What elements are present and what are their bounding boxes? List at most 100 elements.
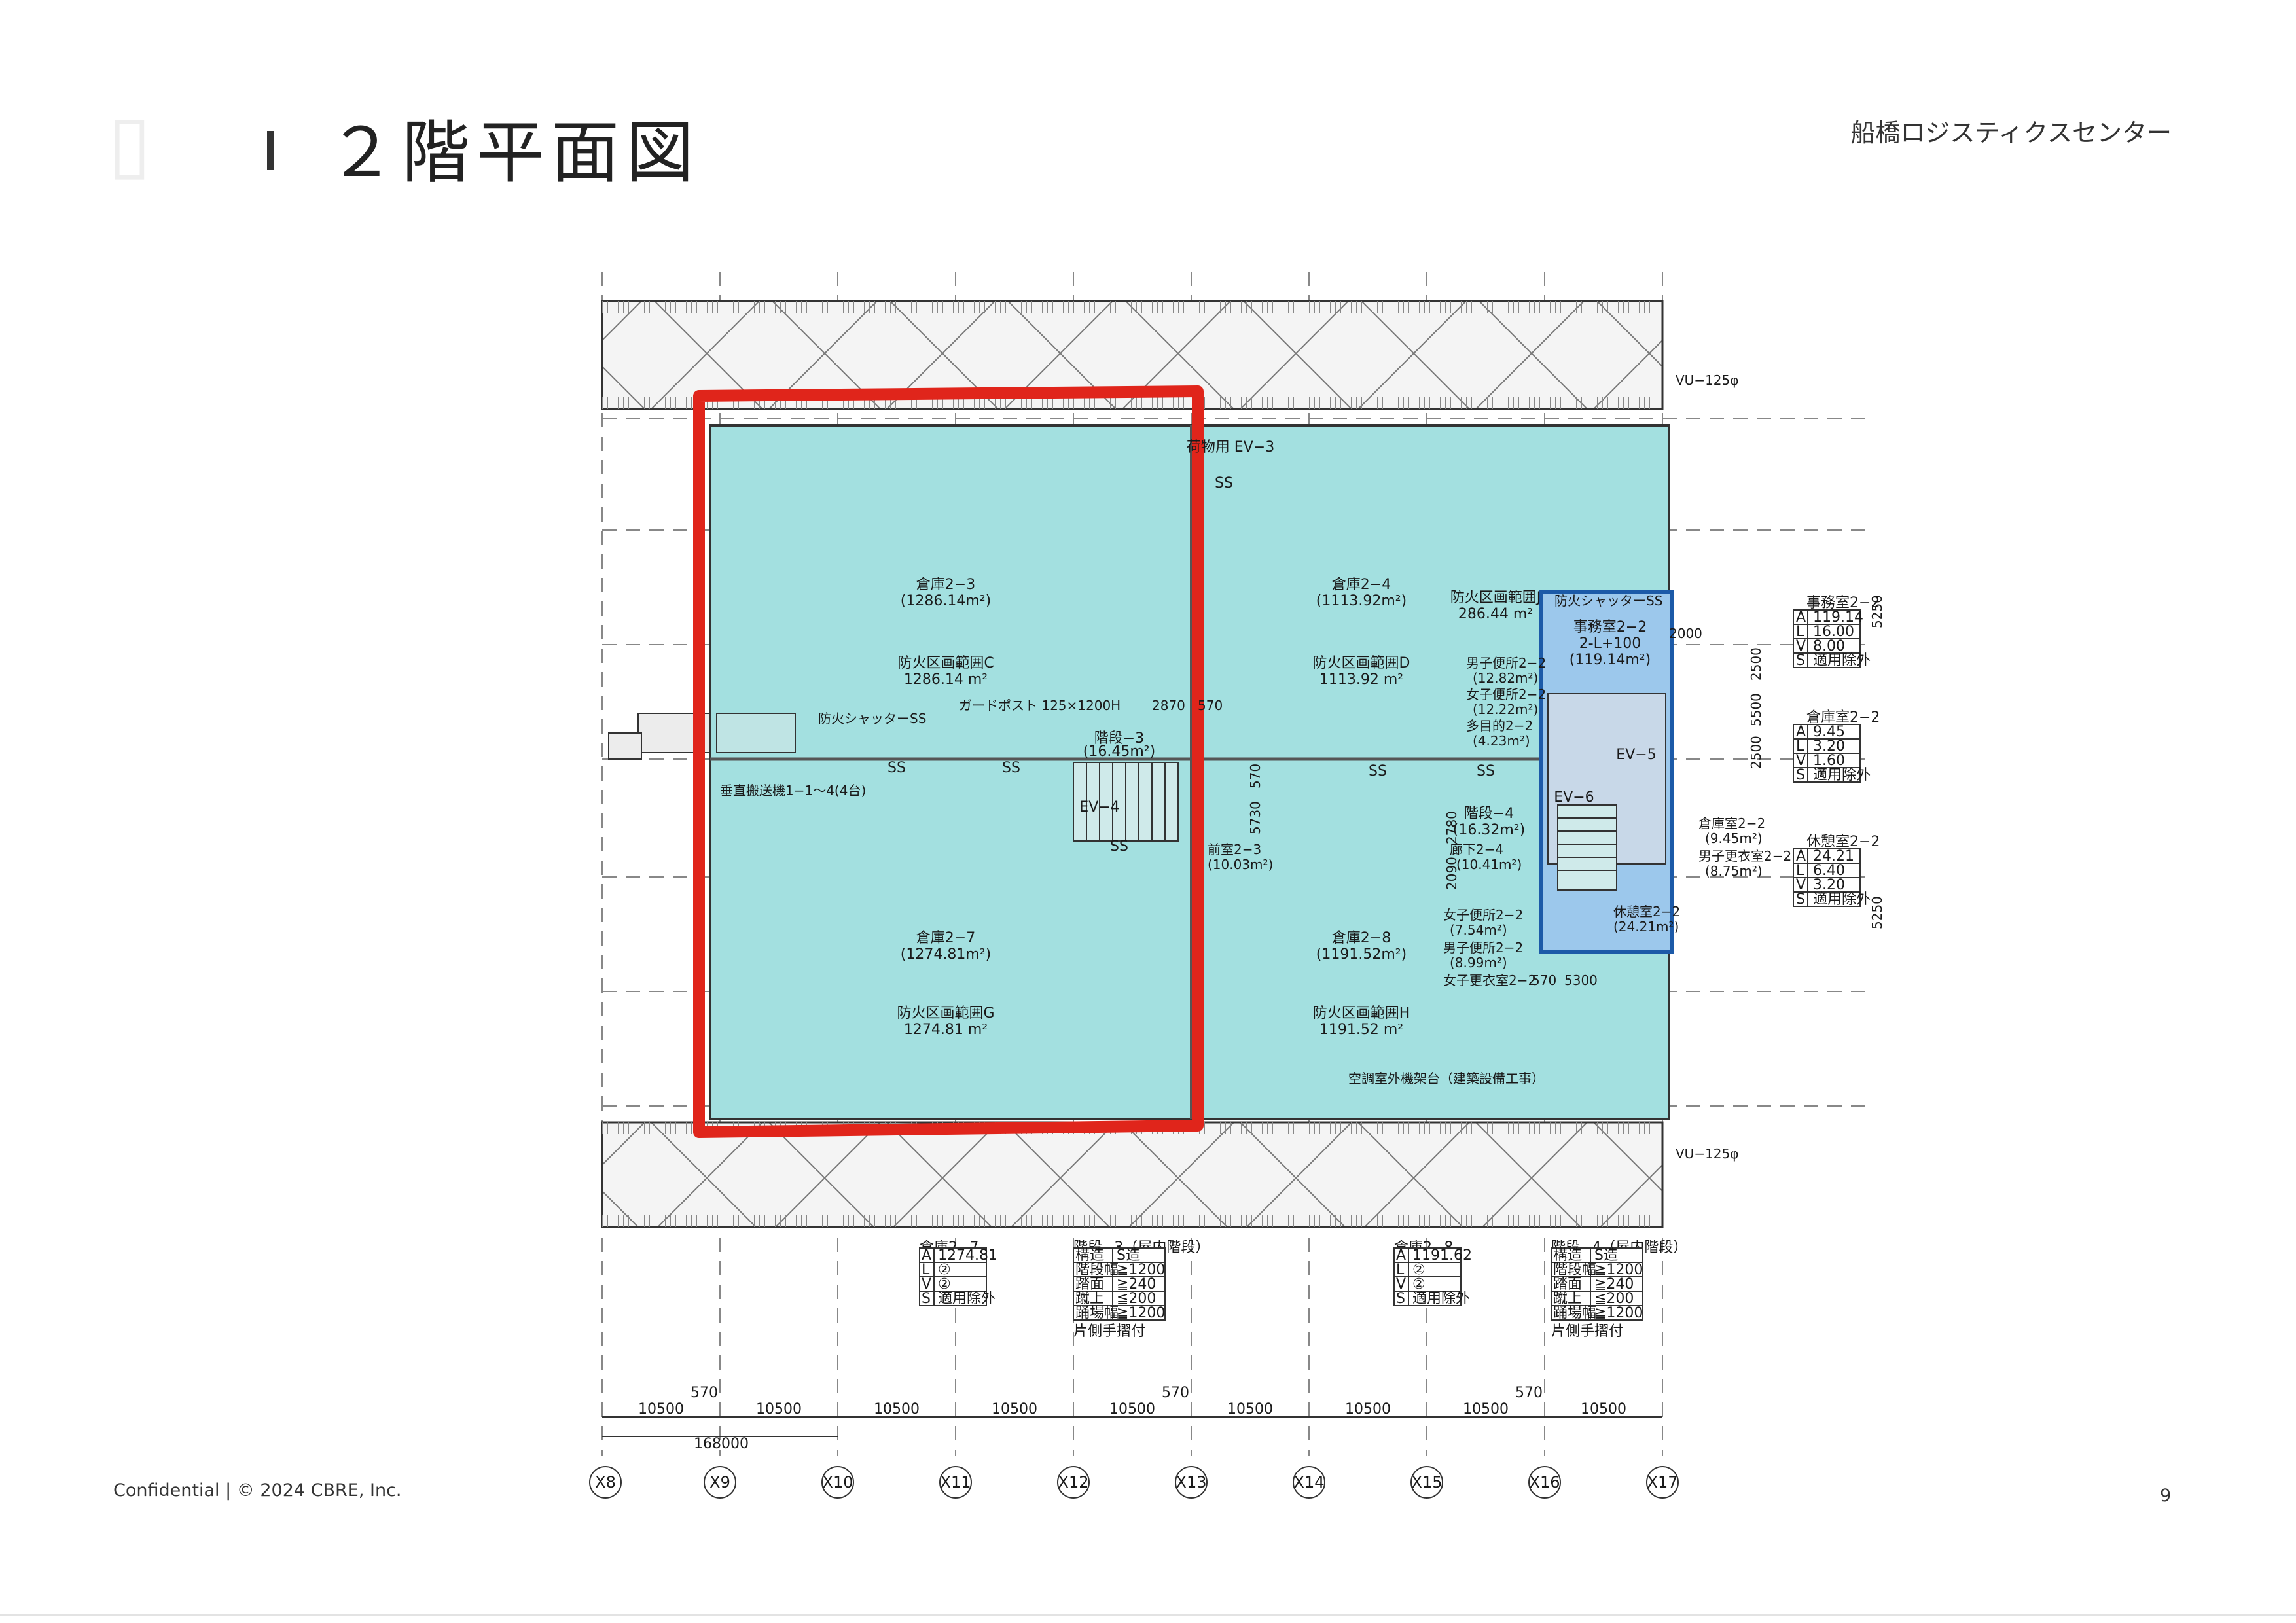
side-table-key: V [1796,638,1806,654]
bottom-canopy [601,1121,1664,1228]
bottom-table-key: 構造 [1553,1247,1582,1264]
side-table-val: 適用除外 [1813,891,1871,908]
bottom-table-note: 片側手摺付 [1073,1323,1145,1340]
bay-dim: 10500 [1463,1401,1509,1418]
inner-dim-3: 2090 [1444,857,1460,890]
wh28-name: 倉庫2−8 [1332,930,1391,946]
right-dim-3: 2500 [1748,647,1764,681]
grid-marker-x16: X16 [1528,1466,1561,1499]
grid-marker-x17: X17 [1646,1466,1679,1499]
grid-marker-x9: X9 [704,1466,736,1499]
restroom-2-area: (12.22m²) [1473,702,1538,717]
stair4-name: 階段−4 [1464,806,1514,822]
restroom-3-area: (4.23m²) [1473,733,1530,749]
bottom-table-key: V [922,1276,931,1293]
stair3-area: (16.45m²) [1083,743,1155,760]
side-table-key: A [1796,609,1806,626]
small-dim-2: 570 [1162,1385,1189,1401]
ss-label-2: SS [1002,760,1020,776]
restroom-5-area: (10.03m²) [1208,857,1273,872]
wh27-zone: 防火区画範囲G [897,1005,994,1022]
bottom-table-key: L [922,1262,930,1278]
bay-dim: 10500 [874,1401,920,1418]
office-sub: 2-L+100 [1579,635,1641,652]
wh24-zone-area: 1113.92 m² [1319,671,1403,688]
bottom-table-val: ≧1200 [1117,1305,1165,1321]
wh28-area: (1191.52m²) [1316,946,1407,963]
bottom-table-key: 階段幅 [1075,1262,1119,1278]
side-table-key: L [1796,738,1804,755]
ss-label-1: SS [888,760,906,776]
bottom-table-key: S [922,1291,931,1307]
bottom-table-val: ② [938,1262,951,1278]
side-table-title: 事務室2−2 [1806,595,1880,611]
property-name: 船橋ロジスティクスセンター [1850,118,2172,147]
scaffold-note: 空調室外機架台（建築設備工事） [1348,1071,1545,1086]
dim-570-a: 570 [1198,698,1223,713]
bottom-table-val: 適用除外 [938,1291,996,1307]
grid-label: X9 [709,1473,730,1491]
highlight-outline [693,385,1204,1138]
wh28-zone: 防火区画範囲H [1313,1005,1410,1022]
bottom-table-val: ≦200 [1594,1291,1634,1307]
stair4-area: (16.32m²) [1453,822,1525,838]
restroom-9-area: (24.21m²) [1613,919,1679,935]
vu-top-label: VU−125φ [1676,372,1738,388]
ss-label-4: SS [1477,763,1495,779]
wh23-zone-area: 1286.14 m² [904,671,988,688]
restroom-5-name: 前室2−3 [1208,842,1261,857]
restroom-6-name: 女子便所2−2 [1443,907,1523,923]
bottom-table-key: 構造 [1075,1247,1104,1264]
ss-label-6: SS [1110,838,1128,855]
bottom-table-val: ≧240 [1594,1276,1634,1293]
bay-dim: 10500 [1581,1401,1626,1418]
side-table-val: 24.21 [1813,848,1854,865]
side-table-key: V [1796,877,1806,893]
bottom-table-key: 踊場幅 [1075,1305,1119,1321]
fire-shutter-label-2: 防火シャッターSS [818,711,926,726]
restroom-3-name: 多目的2−2 [1466,718,1533,734]
vu-bottom-label: VU−125φ [1676,1146,1738,1162]
side-table-key: S [1796,652,1805,669]
restroom-1-area: (12.82m²) [1473,670,1538,686]
ev5-label: EV−5 [1616,747,1656,763]
side-table-key: L [1796,624,1804,640]
right-dim-4: 5500 [1748,693,1764,726]
fire-shutter-label: 防火シャッターSS [1554,593,1662,609]
bay-dim: 10500 [992,1401,1037,1418]
bottom-table-val: ≧1200 [1594,1305,1643,1321]
restroom-4-area: (10.41m²) [1456,857,1522,872]
wh24-zone: 防火区画範囲D [1313,655,1410,671]
inner-dim-6: 5300 [1564,972,1598,988]
wh24-name: 倉庫2−4 [1332,577,1391,593]
grid-label: X11 [941,1473,971,1491]
inner-dim-2: 570 [1247,764,1263,789]
bottom-table-val: ≧240 [1117,1276,1156,1293]
office-area-text: (119.14m²) [1570,652,1651,668]
restroom-1-name: 男子便所2−2 [1466,655,1546,671]
bottom-table-note: 片側手摺付 [1551,1323,1623,1340]
grid-marker-x8: X8 [589,1466,622,1499]
stair3-name: 階段−3 [1094,730,1144,747]
wh28-zone-area: 1191.52 m² [1319,1022,1403,1038]
ev6-label: EV−6 [1554,789,1594,806]
side-table-key: S [1796,767,1805,783]
bottom-table-key: 踏面 [1553,1276,1582,1293]
page-number: 9 [2160,1486,2172,1506]
restroom-8-name: 女子更衣室2−2 [1443,972,1536,988]
side-table-val: 適用除外 [1813,767,1871,783]
bottom-table-val: ② [1412,1276,1426,1293]
floor-area [709,424,1670,1120]
bottom-table-key: 踊場幅 [1553,1305,1596,1321]
cargo-lift-label: 荷物用 EV−3 [1187,439,1274,455]
side-table-key: A [1796,724,1806,740]
restroom-4-name: 廊下2−4 [1450,842,1503,857]
bottom-table-val: ≦200 [1117,1291,1156,1307]
bottom-tables: 倉庫2−7A1274.81L②V②S適用除外階段−3（屋内階段）構造S造階段幅≧… [919,1240,1687,1340]
zone-j-name: 防火区画範囲J [1450,590,1541,606]
grid-label: X16 [1530,1473,1560,1491]
title-accent-bar [267,131,274,170]
